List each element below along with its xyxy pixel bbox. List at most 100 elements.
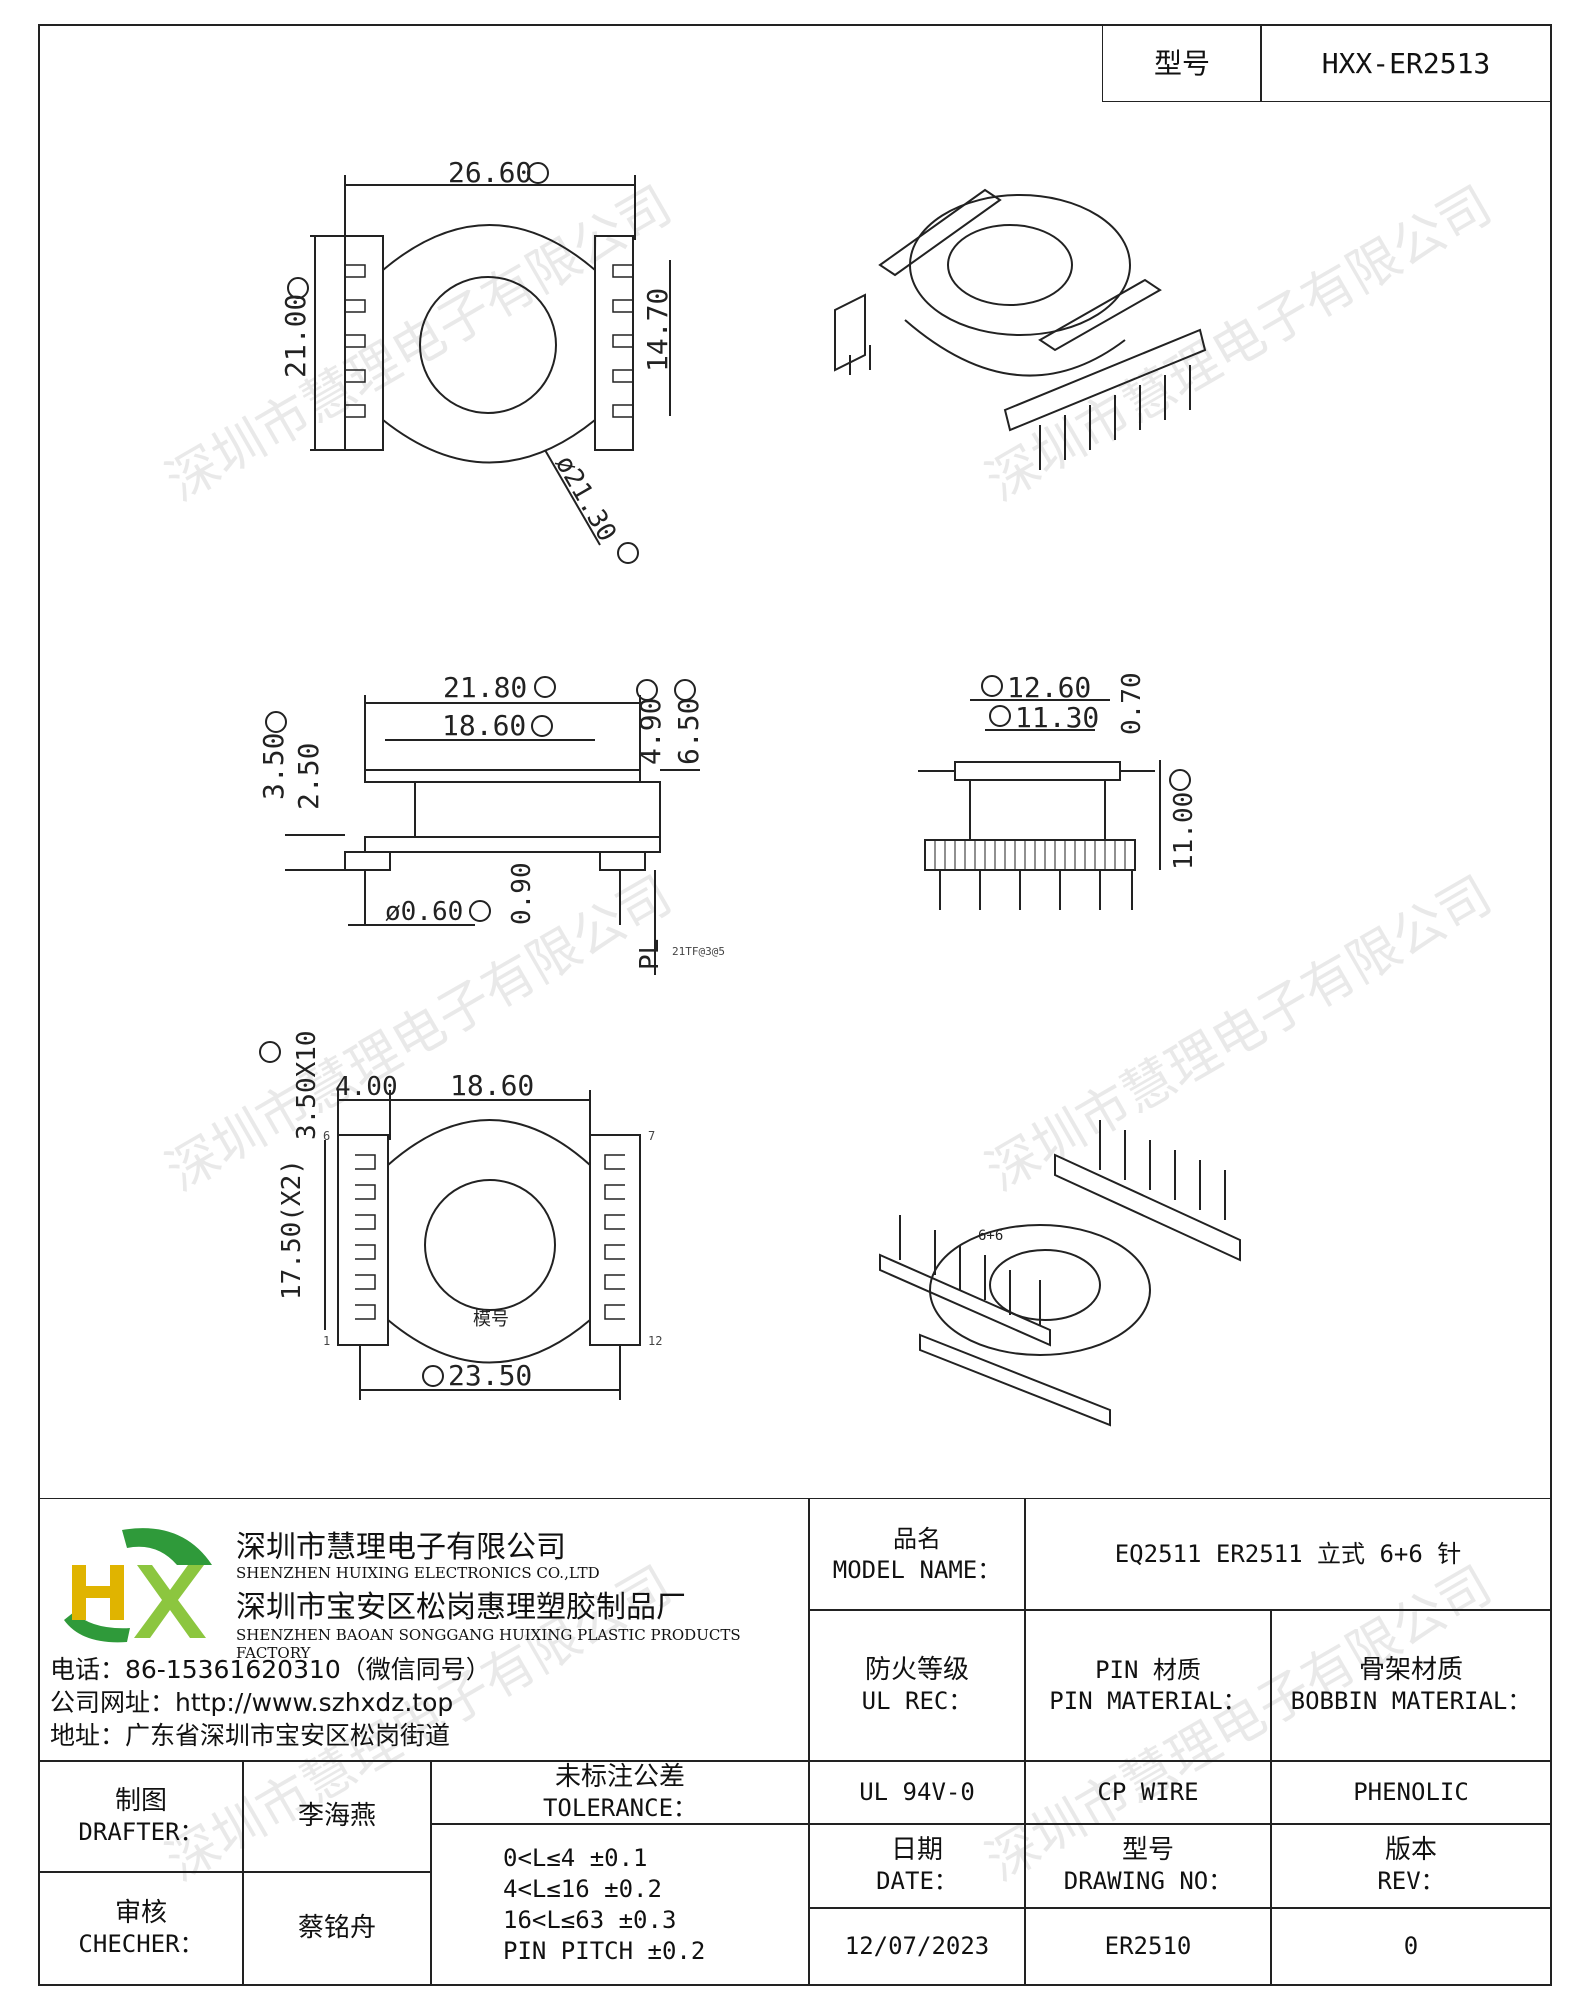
dim-end-h1: 0.70 bbox=[1117, 672, 1147, 735]
dim-side-pin-dia: ø0.60 bbox=[385, 897, 463, 927]
company-website: 公司网址：http://www.szhxdz.top bbox=[50, 1688, 454, 1717]
drafter-label: 制图 DRAFTER： bbox=[38, 1760, 244, 1873]
drawing-no-value: ER2510 bbox=[1024, 1907, 1272, 1986]
tolerance-line: 16<L≤63 ±0.3 bbox=[503, 1905, 677, 1934]
model-name-en: MODEL NAME： bbox=[832, 1555, 1002, 1584]
factory-name-cn: 深圳市宝安区松岗惠理塑胶制品厂 bbox=[236, 1590, 686, 1625]
company-cell-border bbox=[38, 1498, 810, 1762]
model-name-cn: 品名 bbox=[893, 1524, 941, 1553]
tolerance-label: 未标注公差 TOLERANCE： bbox=[430, 1760, 810, 1825]
dim-side-h1: 3.50 bbox=[257, 733, 290, 800]
drafter-cn: 制图 bbox=[114, 1785, 167, 1816]
factory-name-en: SHENZHEN BAOAN SONGGANG HUIXING PLASTIC … bbox=[236, 1626, 741, 1662]
dim-side-v2: 6.50 bbox=[672, 698, 705, 765]
company-block: 深圳市慧理电子有限公司 SHENZHEN HUIXING ELECTRONICS… bbox=[40, 1500, 810, 1758]
bottom-center-label: 模号 bbox=[473, 1309, 509, 1330]
dim-end-h2: 11.00 bbox=[1169, 792, 1199, 870]
ul-en: UL REC： bbox=[861, 1686, 973, 1715]
tolerance-cn: 未标注公差 bbox=[554, 1761, 685, 1792]
dim-side-v1: 4.90 bbox=[634, 698, 667, 765]
rev-cn: 版本 bbox=[1384, 1835, 1437, 1865]
tolerance-values: 0<L≤4 ±0.1 4<L≤16 ±0.2 16<L≤63 ±0.3 PIN … bbox=[430, 1823, 810, 1986]
tolerance-line: 4<L≤16 ±0.2 bbox=[503, 1874, 662, 1903]
pin-label-6: 6 bbox=[323, 1129, 330, 1143]
company-name-cn: 深圳市慧理电子有限公司 bbox=[236, 1530, 566, 1565]
pin-value: CP WIRE bbox=[1024, 1760, 1272, 1825]
rev-label: 版本 REV： bbox=[1270, 1823, 1552, 1909]
drafter-name-text: 李海燕 bbox=[297, 1801, 376, 1831]
pin-value-text: CP WIRE bbox=[1097, 1778, 1199, 1806]
dim-side-w2: 18.60 bbox=[442, 709, 526, 742]
bobbin-cn: 骨架材质 bbox=[1358, 1654, 1463, 1685]
checker-name-text: 蔡铭舟 bbox=[297, 1913, 376, 1943]
dim-top-height: 21.00 bbox=[279, 294, 312, 378]
dim-bottom-c: 3.50X10 bbox=[292, 1030, 322, 1140]
bobbin-en: BOBBIN MATERIAL： bbox=[1290, 1686, 1532, 1715]
dim-side-small: 21TF@3@5 bbox=[672, 945, 725, 958]
tolerance-line: 0<L≤4 ±0.1 bbox=[503, 1843, 648, 1872]
pin-material-label: PIN 材质 PIN MATERIAL： bbox=[1024, 1609, 1272, 1762]
side-view: 21.80 18.60 3.50 2.50 4.90 6.50 ø0.60 0.… bbox=[257, 671, 725, 975]
model-name-value-text: EQ2511 ER2511 立式 6+6 针 bbox=[1114, 1540, 1462, 1568]
dim-end-w2: 11.30 bbox=[1015, 701, 1099, 734]
end-view: 12.60 11.30 0.70 11.00 bbox=[918, 671, 1199, 910]
rev-en: REV： bbox=[1377, 1867, 1445, 1895]
ul-value-text: UL 94V-0 bbox=[859, 1778, 975, 1806]
drawing-value-text: ER2510 bbox=[1104, 1932, 1192, 1960]
iso-view-bottom: 6+6 bbox=[879, 1120, 1241, 1427]
pin-label-12: 12 bbox=[648, 1334, 662, 1348]
checker-label: 审核 CHECHER： bbox=[38, 1871, 244, 1986]
header-model-label: 型号 bbox=[1102, 24, 1262, 102]
date-en: DATE： bbox=[876, 1867, 958, 1895]
dim-end-w1: 12.60 bbox=[1007, 671, 1091, 704]
drawing-no-label: 型号 DRAWING NO： bbox=[1024, 1823, 1272, 1909]
dim-side-h2: 2.50 bbox=[292, 743, 325, 810]
model-name-label: 品名 MODEL NAME： bbox=[808, 1498, 1026, 1611]
drawing-cn: 型号 bbox=[1121, 1835, 1174, 1865]
bobbin-value-text: PHENOLIC bbox=[1353, 1778, 1469, 1806]
pin-label-1: 1 bbox=[323, 1334, 330, 1348]
date-value-text: 12/07/2023 bbox=[844, 1932, 990, 1960]
company-phone: 电话：86-15361620310（微信同号） bbox=[50, 1655, 491, 1684]
top-view: 26.60 21.00 14.70 ø21.30 bbox=[279, 156, 674, 564]
drafter-en: DRAFTER： bbox=[78, 1817, 204, 1846]
checker-en: CHECHER： bbox=[78, 1929, 204, 1958]
model-name-value: EQ2511 ER2511 立式 6+6 针 bbox=[1024, 1498, 1552, 1611]
date-cn: 日期 bbox=[890, 1835, 943, 1865]
dim-side-w1: 21.80 bbox=[443, 671, 527, 704]
company-name-en: SHENZHEN HUIXING ELECTRONICS CO.,LTD bbox=[236, 1564, 600, 1582]
date-value: 12/07/2023 bbox=[808, 1907, 1026, 1986]
bottom-view: 4.00 18.60 3.50X10 17.50(X2) 模号 6 7 1 12… bbox=[259, 1030, 662, 1400]
bobbin-value: PHENOLIC bbox=[1270, 1760, 1552, 1825]
ul-value: UL 94V-0 bbox=[808, 1760, 1026, 1825]
ul-cn: 防火等级 bbox=[864, 1654, 969, 1685]
dim-top-dia: ø21.30 bbox=[549, 451, 622, 547]
iso-mark: 6+6 bbox=[978, 1228, 1003, 1244]
drafter-name: 李海燕 bbox=[242, 1760, 432, 1873]
company-logo bbox=[64, 1528, 212, 1643]
tolerance-line: PIN PITCH ±0.2 bbox=[503, 1936, 706, 1965]
pin-cn: PIN 材质 bbox=[1095, 1655, 1201, 1684]
dim-top-width: 26.60 bbox=[448, 156, 532, 189]
bobbin-material-label: 骨架材质 BOBBIN MATERIAL： bbox=[1270, 1609, 1552, 1762]
company-address: 地址：广东省深圳市宝安区松岗街道 bbox=[50, 1721, 451, 1750]
checker-cn: 审核 bbox=[114, 1897, 167, 1928]
checker-name: 蔡铭舟 bbox=[242, 1871, 432, 1986]
technical-drawing: 26.60 21.00 14.70 ø21.30 bbox=[257, 156, 1241, 1427]
date-label: 日期 DATE： bbox=[808, 1823, 1026, 1909]
drawing-en: DRAWING NO： bbox=[1063, 1867, 1233, 1895]
dim-bottom-d: 17.50(X2) bbox=[277, 1159, 307, 1300]
iso-view-top bbox=[834, 188, 1207, 470]
header-model-value: HXX-ER2513 bbox=[1260, 24, 1552, 102]
rev-value-text: 0 bbox=[1403, 1932, 1419, 1960]
tolerance-en: TOLERANCE： bbox=[542, 1793, 698, 1822]
dim-top-inner: 14.70 bbox=[641, 288, 674, 372]
pin-label-7: 7 bbox=[648, 1129, 655, 1143]
pin-en: PIN MATERIAL： bbox=[1049, 1686, 1247, 1715]
dim-side-pl: PL bbox=[635, 939, 665, 970]
dim-bottom-a: 4.00 bbox=[335, 1072, 398, 1102]
rev-value: 0 bbox=[1270, 1907, 1552, 1986]
dim-bottom-dia: 23.50 bbox=[448, 1359, 532, 1392]
dim-side-pin-h: 0.90 bbox=[507, 862, 537, 925]
dim-bottom-b: 18.60 bbox=[450, 1069, 534, 1102]
